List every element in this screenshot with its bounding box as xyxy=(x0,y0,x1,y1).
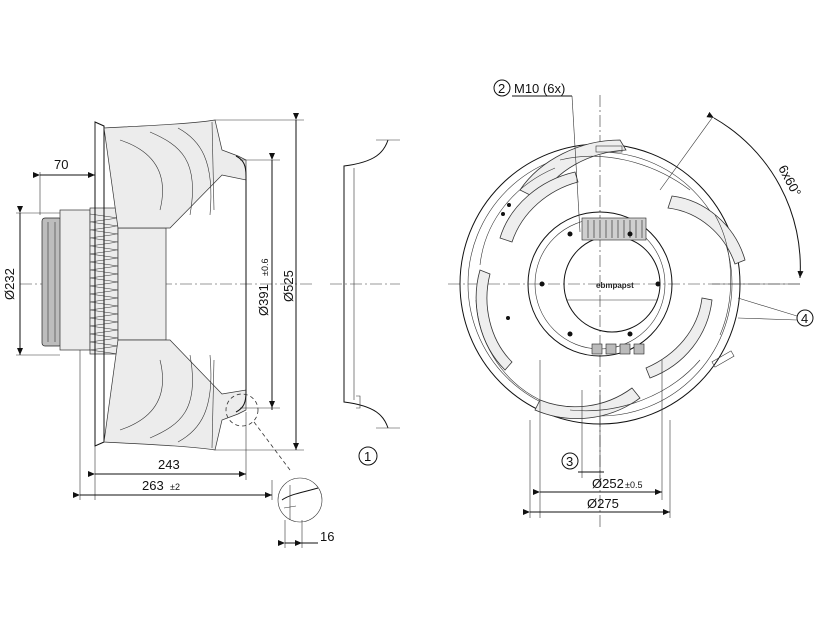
connector-3 xyxy=(619,343,631,355)
hub-outer xyxy=(527,211,673,357)
dim-263-tolerance: ±2 xyxy=(170,482,180,492)
detail-view xyxy=(277,477,323,523)
impeller-hub xyxy=(117,227,167,341)
impeller-upper-blades xyxy=(103,119,247,229)
impeller-lower-blades xyxy=(103,339,247,451)
label-plate-right xyxy=(711,350,735,368)
brand-label: ebmpapst xyxy=(596,281,634,290)
bolt-hole-2 xyxy=(567,231,573,237)
connector-4 xyxy=(633,343,645,355)
front-view: ebmpapst 6x60° 2 M10 (6x) 4 xyxy=(448,79,814,530)
label-plate-top xyxy=(595,145,623,153)
bolt-hole-3 xyxy=(627,231,633,237)
dim-252-tolerance: ±0.5 xyxy=(625,480,642,490)
callout-2-text: M10 (6x) xyxy=(514,81,565,96)
callout-3-circle xyxy=(561,452,579,470)
motor-flange xyxy=(59,209,91,351)
dim-391-tolerance: ±0.6 xyxy=(260,259,270,276)
dim-275: Ø275 xyxy=(587,496,619,511)
callout-1-circle xyxy=(358,446,378,466)
blade-3 xyxy=(645,297,713,379)
dim-232: Ø232 xyxy=(2,268,17,300)
callout-2-circle xyxy=(493,79,511,97)
dim-angle: 6x60° xyxy=(775,162,804,199)
rim-hole-2 xyxy=(507,203,511,207)
bolt-hole-1 xyxy=(539,281,545,287)
callout-4: 4 xyxy=(801,311,808,326)
callout-4-circle xyxy=(796,309,814,327)
bolt-hole-6 xyxy=(567,331,573,337)
rim-hole-1 xyxy=(501,212,505,216)
connector-1 xyxy=(591,343,603,355)
detail-marker xyxy=(225,393,259,427)
dim-252: Ø252 xyxy=(592,476,624,491)
inlet-ring-view: 1 xyxy=(330,139,400,466)
bolt-hole-4 xyxy=(655,281,661,287)
side-view: 70 Ø232 Ø391 ±0.6 Ø525 243 263 ±2 16 xyxy=(2,113,334,548)
dim-525: Ø525 xyxy=(281,270,296,302)
terminal-block-top xyxy=(581,217,647,241)
dim-391: Ø391 xyxy=(256,284,271,316)
dim-243: 243 xyxy=(158,457,180,472)
dim-70: 70 xyxy=(54,157,68,172)
connector-2 xyxy=(605,343,617,355)
callout-3: 3 xyxy=(566,454,573,469)
rim-hole-3 xyxy=(506,316,510,320)
callout-2: 2 xyxy=(498,81,505,96)
callout-1: 1 xyxy=(364,449,371,464)
dim-263: 263 xyxy=(142,478,164,493)
bolt-hole-5 xyxy=(627,331,633,337)
motor-housing xyxy=(41,217,63,347)
blade-5 xyxy=(475,269,513,371)
dim-16: 16 xyxy=(320,529,334,544)
